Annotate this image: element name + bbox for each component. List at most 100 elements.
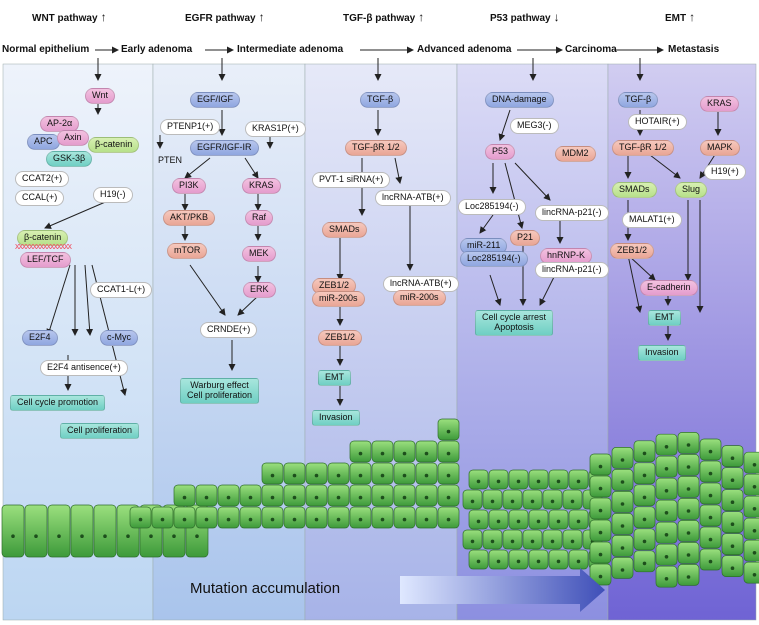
epithelial-cell — [522, 489, 543, 510]
ecadherin-node: E-cadherin — [640, 280, 698, 296]
epithelial-cell — [548, 469, 569, 490]
epithelial-cell — [743, 473, 759, 496]
epithelial-cell — [93, 504, 117, 558]
epithelial-cell — [305, 506, 328, 529]
cell-nucleus — [476, 519, 481, 524]
cell-cycle-promotion: Cell cycle promotion — [10, 395, 106, 411]
cell-nucleus — [358, 517, 363, 522]
cell-nucleus — [708, 559, 713, 564]
emt-tgf-node: EMT — [318, 370, 351, 386]
ptenp1-node: PTENP1(+) — [160, 119, 221, 135]
cell-nucleus — [292, 517, 297, 522]
cell-nucleus — [446, 429, 451, 434]
cell-nucleus — [752, 485, 757, 489]
cell-nucleus — [664, 511, 669, 515]
cell-nucleus — [536, 519, 541, 524]
mapk-node: MAPK — [700, 140, 740, 156]
epithelial-cell — [508, 549, 529, 570]
epithelial-cell — [611, 491, 634, 513]
cell-nucleus — [248, 495, 253, 500]
cell-nucleus — [620, 568, 625, 572]
akt-node: AKT/PKB — [163, 210, 216, 226]
cell-nucleus — [270, 473, 275, 478]
cell-nucleus — [402, 473, 407, 478]
epithelial-cell — [568, 509, 589, 530]
epithelial-cell — [611, 513, 634, 535]
cell-nucleus — [752, 507, 757, 511]
cell-nucleus — [204, 495, 209, 500]
epithelial-cell — [437, 506, 460, 529]
epithelial-cell — [589, 519, 612, 542]
cell-nucleus — [686, 509, 691, 513]
epithelial-cell — [217, 506, 240, 529]
tgfbr-emt-node: TGF-βR 1/2 — [612, 140, 674, 156]
cell-nucleus — [550, 499, 555, 504]
cell-nucleus — [708, 449, 713, 454]
cell-nucleus — [195, 534, 199, 538]
epithelial-cell — [699, 526, 722, 549]
pvt1-node: PVT-1 siRNA(+) — [312, 172, 391, 188]
cell-nucleus — [470, 499, 475, 504]
cell-nucleus — [470, 539, 475, 544]
epithelial-cell — [482, 489, 503, 510]
epithelial-cell — [217, 484, 240, 507]
cell-nucleus — [556, 519, 561, 524]
epithelial-cell — [721, 467, 744, 489]
cell-nucleus — [510, 539, 515, 544]
cell-nucleus — [642, 517, 647, 522]
stage-intermediate: Intermediate adenoma — [237, 44, 344, 55]
epithelial-cell — [528, 469, 549, 490]
cell-nucleus — [80, 534, 84, 538]
cell-nucleus — [642, 561, 647, 566]
epithelial-cell — [743, 539, 759, 562]
stage-normal: Normal epithelium — [2, 44, 90, 55]
epithelial-cell — [129, 506, 152, 529]
ccal-node: CCAL(+) — [15, 190, 65, 206]
cell-nucleus — [446, 473, 451, 478]
epithelial-cell — [721, 445, 744, 467]
h19-emt-node: H19(+) — [704, 164, 746, 180]
mir200-tgf-node: miR-200s — [312, 291, 365, 307]
epithelial-cell — [508, 469, 529, 490]
epithelial-cell — [415, 506, 438, 529]
epithelial-cell — [415, 462, 438, 485]
epithelial-cell — [508, 509, 529, 530]
cell-nucleus — [516, 519, 521, 524]
cell-nucleus — [730, 544, 735, 548]
epithelial-cell — [393, 462, 416, 485]
cell-nucleus — [598, 530, 603, 535]
epithelial-cell — [699, 482, 722, 505]
cell-nucleus — [752, 573, 757, 577]
epithelial-cell — [633, 440, 656, 463]
pi3k-node: PI3K — [172, 178, 206, 194]
raf-node: Raf — [245, 210, 274, 226]
epithelial-cell — [488, 549, 509, 570]
epithelial-cell — [371, 506, 394, 529]
apc-node: APC — [27, 134, 60, 150]
beta-catenin-2-node: β-catenin — [17, 230, 69, 246]
cell-nucleus — [598, 574, 603, 579]
mutation-arrow — [400, 568, 605, 612]
cell-nucleus — [730, 456, 735, 461]
atb-node-1: lncRNA-ATB(+) — [375, 190, 451, 206]
cell-nucleus — [424, 495, 429, 500]
cell-nucleus — [402, 517, 407, 522]
cell-nucleus — [380, 473, 385, 478]
dna-damage-node: DNA-damage — [485, 92, 554, 108]
cell-nucleus — [620, 458, 625, 462]
epithelial-cell — [437, 440, 460, 463]
epithelial-cell — [437, 484, 460, 507]
epithelial-cell — [655, 455, 678, 478]
epithelial-cell — [371, 440, 394, 463]
epithelial-cell — [743, 495, 759, 518]
epithelial-cell — [655, 565, 678, 588]
beta-catenin-node: β-catenin — [88, 137, 140, 153]
epithelial-cell — [327, 506, 350, 529]
epithelial-cell — [562, 529, 583, 550]
epithelial-cell — [677, 498, 700, 520]
cell-nucleus — [292, 495, 297, 500]
cell-nucleus — [536, 479, 541, 484]
cell-nucleus — [686, 531, 691, 535]
